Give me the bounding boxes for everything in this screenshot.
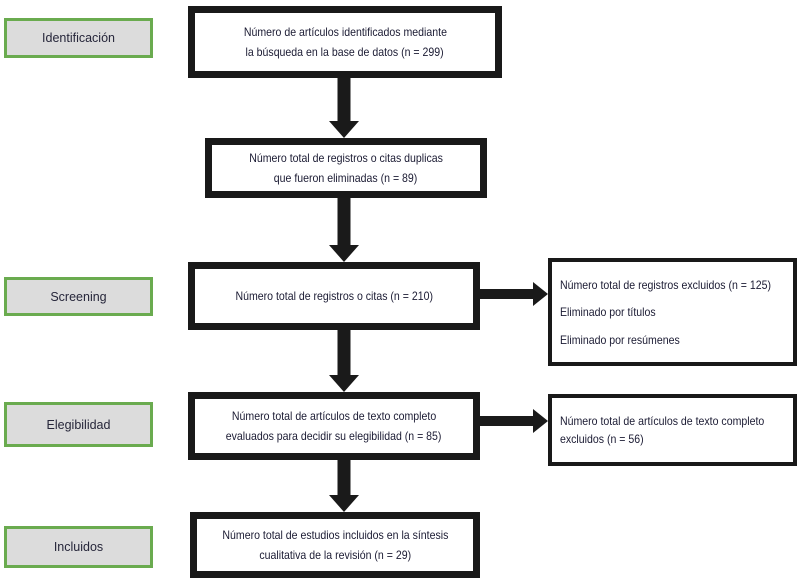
flow-box-studies-included: Número total de estudios incluidos en la…	[190, 512, 480, 578]
arrow-head	[329, 495, 359, 512]
arrow-right-icon	[480, 282, 548, 306]
arrow-down-icon	[328, 198, 360, 262]
stage-label-elegibilidad: Elegibilidad	[4, 402, 153, 447]
side-box-text-line: Eliminado por títulos	[560, 305, 656, 319]
flow-box-articles-identified: Número de artículos identificados median…	[188, 6, 502, 78]
flow-box-text-line: Número total de registros o citas (n = 2…	[235, 289, 433, 303]
side-box-fulltext-excluded: Número total de artículos de texto compl…	[548, 394, 797, 466]
flow-box-text-line: evaluados para decidir su elegibilidad (…	[226, 429, 442, 443]
arrow-shaft	[337, 460, 351, 495]
flow-box-text-line: Número total de registros o citas duplic…	[249, 151, 443, 165]
stage-label-incluidos: Incluidos	[4, 526, 153, 568]
arrow-down-icon	[328, 78, 360, 138]
flow-box-text-line: la búsqueda en la base de datos (n = 299…	[245, 45, 445, 59]
flow-box-text-line: que fueron eliminadas (n = 89)	[274, 171, 418, 185]
arrow-shaft	[337, 198, 351, 245]
flow-box-text-line: Número total de artículos de texto compl…	[231, 409, 437, 423]
arrow-down-icon	[328, 330, 360, 392]
flow-box-records-screened: Número total de registros o citas (n = 2…	[188, 262, 480, 330]
flow-box-text-line: cualitativa de la revisión (n = 29)	[259, 548, 411, 562]
stage-label-screening: Screening	[4, 277, 153, 316]
side-box-records-excluded: Número total de registros excluidos (n =…	[548, 258, 797, 366]
side-box-text-line: excluidos (n = 56)	[560, 432, 644, 446]
arrow-head	[329, 245, 359, 262]
stage-label-text: Incluidos	[53, 540, 104, 554]
flow-box-text-line: Número total de estudios incluidos en la…	[222, 528, 448, 542]
side-box-text-line: Eliminado por resúmenes	[560, 332, 680, 347]
arrow-head	[329, 375, 359, 392]
stage-label-text: Identificación	[42, 31, 115, 45]
arrow-shaft	[480, 289, 534, 299]
flow-box-fulltext-assessed: Número total de artículos de texto compl…	[188, 392, 480, 460]
arrow-head	[533, 409, 548, 433]
stage-label-text: Screening	[50, 289, 107, 304]
side-box-text-line: Número total de registros excluidos (n =…	[560, 277, 772, 292]
flow-box-text-line: Número de artículos identificados median…	[243, 25, 447, 39]
arrow-right-icon	[480, 409, 548, 433]
arrow-shaft	[337, 78, 351, 121]
arrow-head	[329, 121, 359, 138]
stage-label-identificacion: Identificación	[4, 18, 153, 58]
flow-box-duplicates-removed: Número total de registros o citas duplic…	[205, 138, 487, 198]
side-box-text-line: Número total de artículos de texto compl…	[560, 414, 765, 428]
stage-label-text: Elegibilidad	[46, 417, 111, 432]
arrow-shaft	[480, 416, 534, 426]
arrow-down-icon	[328, 460, 360, 512]
arrow-shaft	[337, 330, 351, 375]
arrow-head	[533, 282, 548, 306]
